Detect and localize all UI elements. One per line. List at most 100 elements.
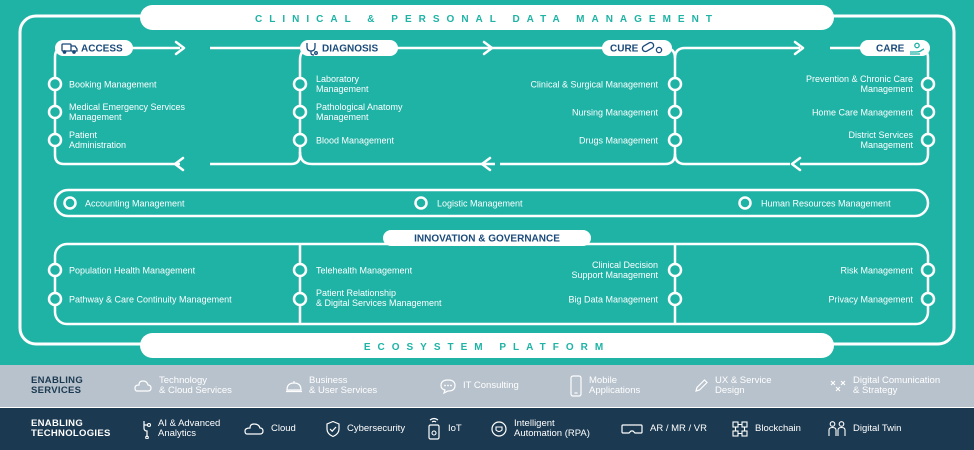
innovation-item: Big Data Management <box>568 295 658 305</box>
node-dot <box>47 262 63 278</box>
technology-item: Digital Twin <box>827 420 901 438</box>
pencil-icon <box>695 379 708 392</box>
arrow-left-icon <box>790 156 802 172</box>
caring-hand-icon <box>910 42 925 55</box>
innovation-item: Patient Relationship& Digital Services M… <box>316 288 442 308</box>
flow-line-care-bottom <box>673 153 790 166</box>
innovation-item: Privacy Management <box>828 295 913 305</box>
pills-icon <box>641 41 663 54</box>
enabling-bands: ENABLING SERVICES Technology & Cloud Ser… <box>0 365 974 450</box>
technology-label: Intelligent Automation (RPA) <box>514 418 590 439</box>
service-label: Mobile Applications <box>589 375 641 396</box>
technology-item: Blockchain <box>731 420 801 438</box>
ai-network-icon <box>143 421 152 439</box>
shield-check-icon <box>326 420 340 438</box>
node-dot <box>667 132 683 148</box>
node-dot <box>47 132 63 148</box>
service-label: IT Consulting <box>463 380 519 391</box>
transversal-item: Human Resources Management <box>761 199 891 209</box>
technology-label: Blockchain <box>755 423 801 434</box>
ambulance-icon <box>61 43 78 54</box>
innovation-frame <box>53 242 930 326</box>
arrow-right-icon <box>174 40 186 56</box>
service-label: Technology & Cloud Services <box>159 375 232 396</box>
technology-label: IoT <box>448 423 462 434</box>
node-dot <box>667 104 683 120</box>
node-dot <box>920 262 936 278</box>
cloud-icon <box>134 380 152 392</box>
vr-headset-icon <box>621 424 643 434</box>
service-label: UX & Service Design <box>715 375 772 396</box>
technology-item: AR / MR / VR <box>620 422 707 436</box>
cure-item: Nursing Management <box>572 108 659 118</box>
phase-label-diagnosis: DIAGNOSIS <box>322 44 378 55</box>
robot-head-icon <box>491 421 507 437</box>
ecosystem-diagram: CLINICAL & PERSONAL DATA MANAGEMENT ECOS… <box>18 5 956 358</box>
transversal-item: Accounting Management <box>85 199 185 209</box>
transversal-item: Logistic Management <box>437 199 523 209</box>
flow-line-cure-care <box>673 46 800 59</box>
technology-label: Cloud <box>271 423 296 434</box>
enabling-services-heading: ENABLING SERVICES <box>31 375 84 396</box>
digital-twin-icon <box>828 421 846 436</box>
node-dot <box>47 291 63 307</box>
technology-label: Digital Twin <box>853 423 902 434</box>
phase-label-care: CARE <box>876 44 905 55</box>
node-dot <box>292 76 308 92</box>
bottom-title-pill <box>140 333 834 358</box>
phase-label-cure: CURE <box>610 44 639 55</box>
service-item: IT Consulting <box>439 378 519 394</box>
technology-item: Cybersecurity <box>325 420 405 438</box>
enabling-technologies-heading: ENABLING TECHNOLOGIES <box>31 418 111 439</box>
node-dot <box>47 104 63 120</box>
top-title: CLINICAL & PERSONAL DATA MANAGEMENT <box>255 14 719 25</box>
cure-item: Drugs Management <box>579 136 659 146</box>
service-bell-icon <box>286 381 302 393</box>
phase-label-access: ACCESS <box>81 44 123 55</box>
innovation-item: Population Health Management <box>69 266 196 276</box>
node-dot <box>667 76 683 92</box>
node-dot <box>292 262 308 278</box>
service-item: Mobile Applications <box>569 375 640 397</box>
arrow-right-icon <box>793 40 805 56</box>
chat-bubble-icon <box>440 379 456 394</box>
diagnosis-item: Blood Management <box>316 136 395 146</box>
cloud-icon <box>244 423 264 435</box>
care-item: Home Care Management <box>812 108 914 118</box>
technology-item: Intelligent Automation (RPA) <box>490 419 590 439</box>
bottom-title: ECOSYSTEM PLATFORM <box>364 342 610 353</box>
enabling-services-band: ENABLING SERVICES Technology & Cloud Ser… <box>0 365 974 407</box>
network-arrows-icon <box>830 380 846 392</box>
node-dot <box>920 132 936 148</box>
technology-label: Cybersecurity <box>347 423 406 434</box>
node-dot <box>292 291 308 307</box>
innovation-item: Pathway & Care Continuity Management <box>69 295 232 305</box>
technology-label: AR / MR / VR <box>650 423 708 434</box>
flow-line-cure-bottom <box>298 151 495 166</box>
node-dot <box>47 76 63 92</box>
arrow-left-icon <box>173 156 185 172</box>
node-dot <box>920 104 936 120</box>
stethoscope-icon <box>306 43 318 56</box>
innovation-item: Telehealth Management <box>316 266 413 276</box>
top-title-pill <box>140 5 834 30</box>
diagram-area: CLINICAL & PERSONAL DATA MANAGEMENT ECOS… <box>0 0 974 365</box>
node-dot <box>667 262 683 278</box>
node-dot <box>292 132 308 148</box>
node-dot <box>920 76 936 92</box>
innovation-label: INNOVATION & GOVERNANCE <box>414 234 560 245</box>
phase-pill-cure <box>602 40 672 56</box>
node-dot <box>738 196 752 210</box>
node-dot <box>63 196 77 210</box>
phase-pill-diagnosis <box>300 40 398 56</box>
technology-label: AI & Advanced Analytics <box>158 418 221 439</box>
technology-item: Cloud <box>243 422 296 436</box>
service-item: Business & User Services <box>285 376 377 396</box>
access-item: Booking Management <box>69 80 157 90</box>
innovation-pill <box>383 230 591 246</box>
